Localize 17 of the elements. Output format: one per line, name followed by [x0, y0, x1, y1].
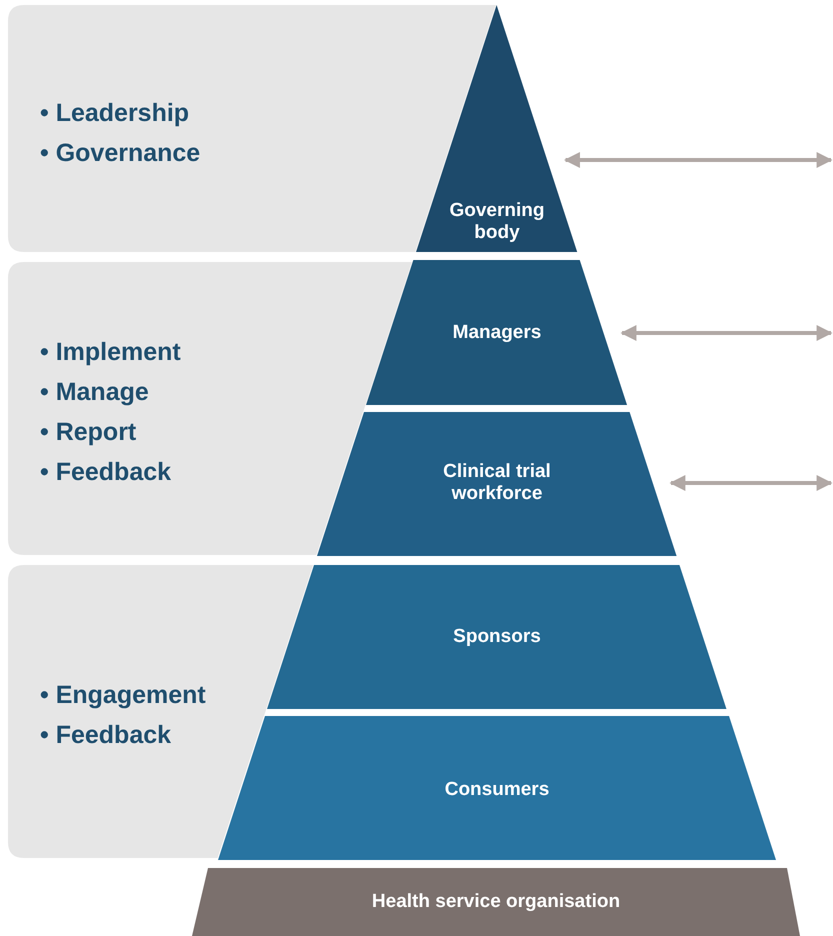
tier-label: Governing body: [448, 200, 546, 244]
tier-label: Consumers: [444, 779, 550, 801]
double-arrow: [669, 475, 833, 491]
bullet-item: • Implement: [40, 337, 181, 368]
bullet-item: • Feedback: [40, 720, 172, 751]
bullet-item: • Leadership: [40, 98, 190, 129]
double-arrow: [620, 325, 833, 341]
double-arrow: [564, 152, 833, 168]
bullet-item: • Engagement: [40, 680, 206, 711]
tier-label: Managers: [452, 322, 542, 344]
bullet-item: • Feedback: [40, 457, 172, 488]
tier-label: Clinical trial workforce: [442, 461, 552, 505]
bullet-item: • Manage: [40, 377, 149, 408]
tier-label: Sponsors: [452, 626, 542, 648]
bullet-item: • Report: [40, 417, 136, 448]
tier-label: Health service organisation: [370, 891, 622, 913]
bullet-item: • Governance: [40, 138, 200, 169]
